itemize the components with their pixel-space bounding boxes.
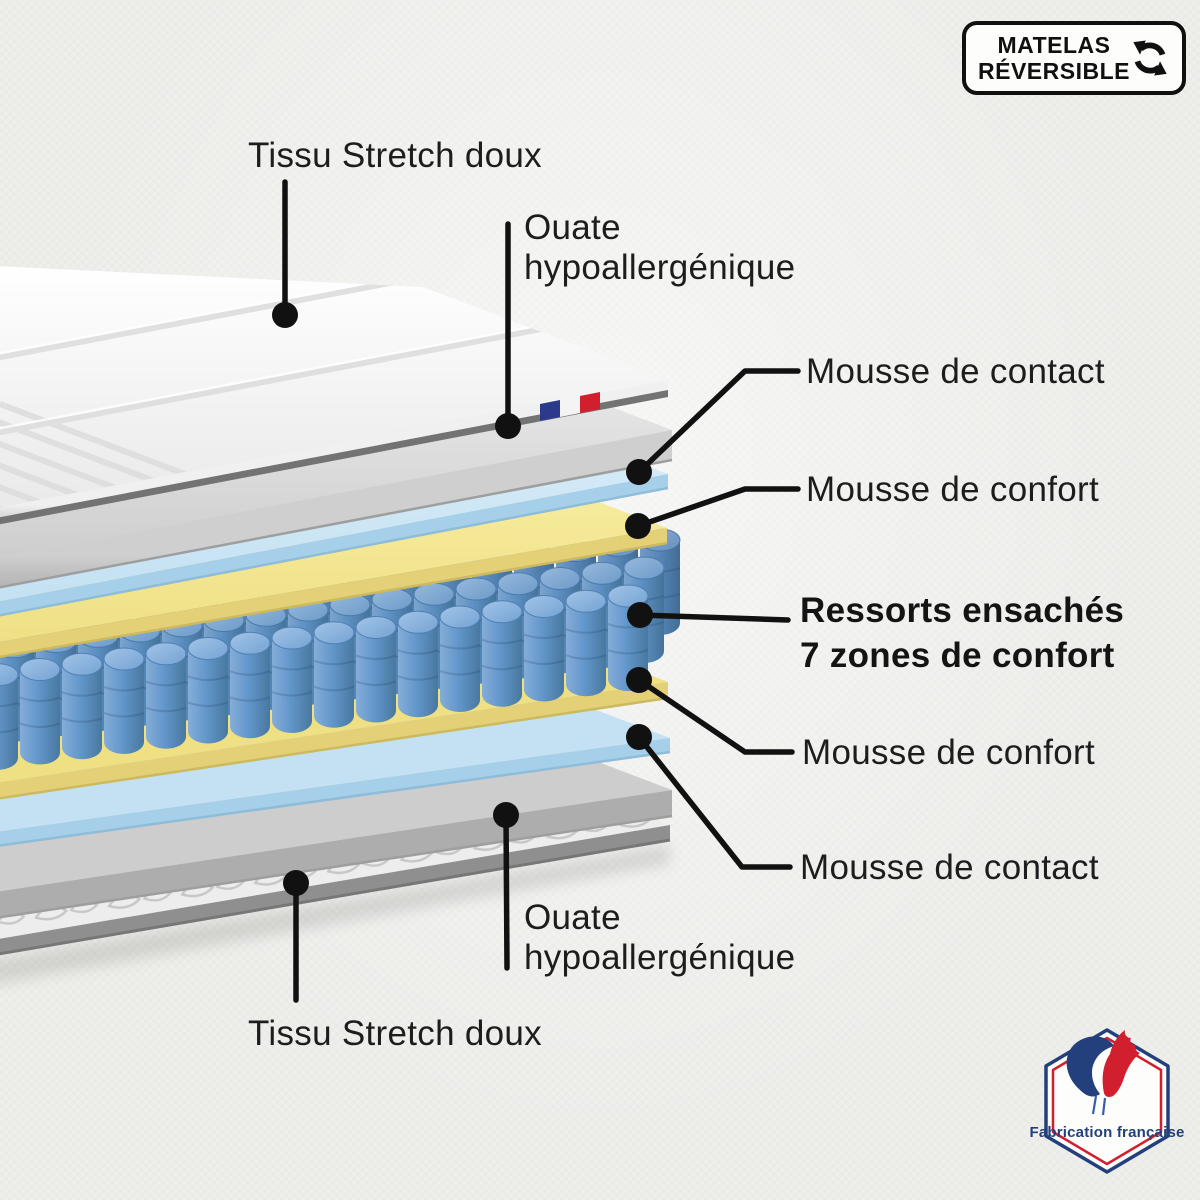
leader-ressorts [637,612,791,623]
label-mousse-confort-bottom: Mousse de confort [802,733,1096,772]
french-flag-tag [540,392,600,421]
leader-mousse-confort-top [635,486,801,529]
stamp-caption: Fabrication française [1029,1124,1185,1141]
leader-mousse-contact-top [636,368,801,475]
badge-line1: MATELAS [997,32,1111,58]
badge-line2: RÉVERSIBLE [978,58,1130,84]
label-tissu-stretch-top: Tissu Stretch doux [248,136,542,175]
label-mousse-contact-bottom: Mousse de contact [800,848,1099,887]
stamp-hexagon-inner [1051,1036,1163,1166]
label-tissu-stretch-bottom: Tissu Stretch doux [248,1014,542,1053]
label-ouate-bottom: Ouate hypoallergénique [524,898,796,977]
mattress-shadow [0,844,670,984]
leader-mousse-confort-bottom [636,677,795,755]
rotate-arrows-icon [1133,40,1167,76]
leader-mousse-contact-bottom [636,734,793,870]
leader-lines [282,179,801,1003]
label-mousse-contact-top: Mousse de contact [806,352,1105,391]
french-rooster-icon [1066,1030,1140,1116]
matelas-reversible-badge: MATELAS RÉVERSIBLE [962,21,1186,95]
stamp-hexagon-outer [1044,1028,1170,1174]
fabrication-francaise-stamp [1044,1028,1170,1174]
badge-text: MATELAS RÉVERSIBLE [978,32,1130,84]
leader-dots [272,302,653,896]
leader-ouate-bottom [503,812,510,971]
label-mousse-confort-top: Mousse de confort [806,470,1100,509]
label-ressorts-ensaches: Ressorts ensachés 7 zones de confort [800,591,1125,675]
label-ouate-top: Ouate hypoallergénique [524,208,796,287]
